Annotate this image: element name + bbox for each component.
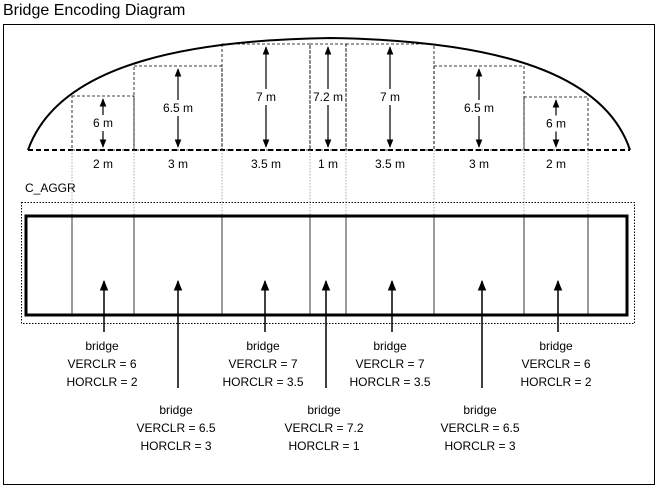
height-label: 7 m (256, 90, 276, 104)
feature-label: bridge (373, 339, 407, 353)
horclr-label: HORCLR = 3.5 (349, 375, 430, 389)
width-label: 3 m (469, 157, 489, 171)
horclr-label: HORCLR = 2 (66, 375, 137, 389)
verclr-label: VERCLR = 6.5 (136, 421, 215, 435)
verclr-label: VERCLR = 7.2 (284, 421, 363, 435)
verclr-label: VERCLR = 6.5 (440, 421, 519, 435)
height-label: 6 m (93, 116, 113, 130)
horclr-label: HORCLR = 3.5 (222, 375, 303, 389)
width-label: 3.5 m (375, 157, 405, 171)
clearance-box (71, 95, 135, 151)
outer-frame (3, 24, 655, 485)
horclr-label: HORCLR = 2 (520, 375, 591, 389)
width-label: 2 m (93, 157, 113, 171)
height-label: 7.2 m (313, 90, 343, 104)
clearance-box (309, 43, 347, 151)
verclr-label: VERCLR = 7 (228, 357, 297, 371)
feature-label: bridge (159, 403, 193, 417)
horclr-label: HORCLR = 3 (140, 439, 211, 453)
height-label: 6.5 m (464, 101, 494, 115)
width-label: 3 m (168, 157, 188, 171)
horclr-label: HORCLR = 1 (288, 439, 359, 453)
feature-label: bridge (539, 339, 573, 353)
feature-label: bridge (85, 339, 119, 353)
height-label: 6.5 m (163, 101, 193, 115)
feature-label: bridge (463, 403, 497, 417)
width-label: 2 m (546, 157, 566, 171)
feature-label: bridge (307, 403, 341, 417)
clearance-box (133, 65, 223, 151)
height-label: 6 m (546, 117, 566, 131)
height-label: 7 m (380, 90, 400, 104)
aggregate-label: C_AGGR (25, 181, 76, 195)
clearance-box (523, 96, 589, 151)
aggregate-boundary (21, 202, 635, 324)
verclr-label: VERCLR = 6 (67, 357, 136, 371)
width-label: 3.5 m (251, 157, 281, 171)
feature-label: bridge (246, 339, 280, 353)
verclr-label: VERCLR = 6 (521, 357, 590, 371)
verclr-label: VERCLR = 7 (355, 357, 424, 371)
horclr-label: HORCLR = 3 (444, 439, 515, 453)
bridge-arch (27, 36, 631, 151)
width-label: 1 m (318, 157, 338, 171)
diagram-title: Bridge Encoding Diagram (3, 2, 186, 19)
